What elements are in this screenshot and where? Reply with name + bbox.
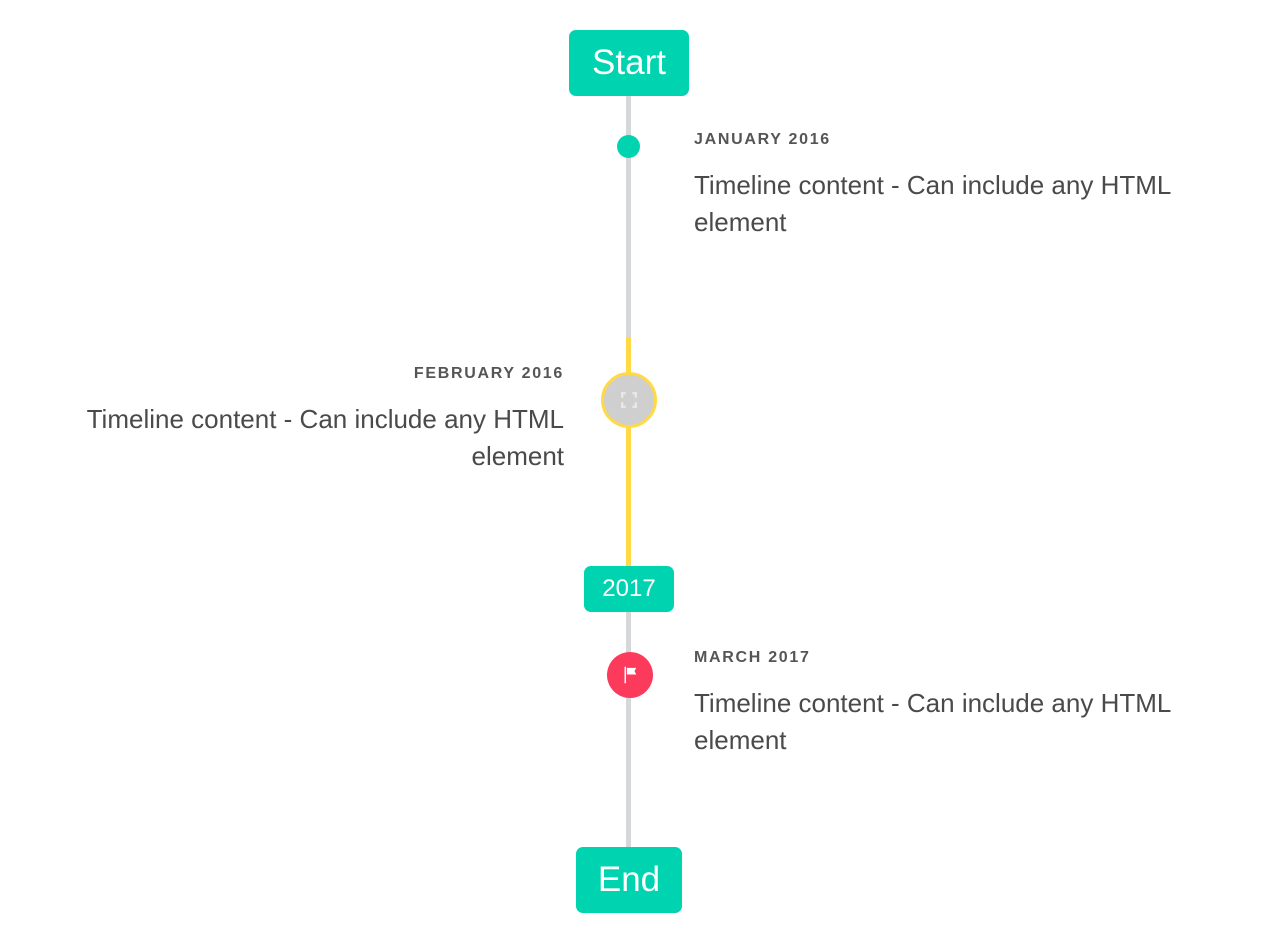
timeline-entry-date: March 2017 bbox=[694, 649, 811, 666]
timeline-entry-february: February 2016 Timeline content - Can inc… bbox=[34, 365, 564, 474]
timeline-entry-body: Timeline content - Can include any HTML … bbox=[86, 403, 564, 471]
timeline-entry-body: Timeline content - Can include any HTML … bbox=[694, 169, 1171, 237]
timeline-end-badge[interactable]: End bbox=[576, 847, 682, 913]
timeline-marker-broken-image-icon[interactable] bbox=[601, 372, 657, 428]
broken-image-icon bbox=[621, 392, 637, 408]
flag-icon bbox=[624, 666, 637, 684]
timeline-line-yellow bbox=[626, 337, 631, 571]
timeline-line-gray-top bbox=[626, 88, 631, 337]
timeline-entry-march: March 2017 Timeline content - Can includ… bbox=[694, 649, 1234, 758]
timeline-entry-date: February 2016 bbox=[413, 365, 564, 382]
timeline-start-badge[interactable]: Start bbox=[569, 30, 689, 96]
timeline-entry-body: Timeline content - Can include any HTML … bbox=[694, 687, 1171, 755]
timeline-entry-date: January 2016 bbox=[694, 131, 831, 148]
timeline-year-badge[interactable]: 2017 bbox=[584, 566, 674, 612]
timeline-entry-january: January 2016 Timeline content - Can incl… bbox=[694, 131, 1234, 240]
timeline-marker-flag-icon[interactable] bbox=[607, 652, 653, 698]
timeline-line-gray-bottom bbox=[626, 607, 631, 860]
timeline-marker-dot-icon[interactable] bbox=[617, 135, 640, 158]
